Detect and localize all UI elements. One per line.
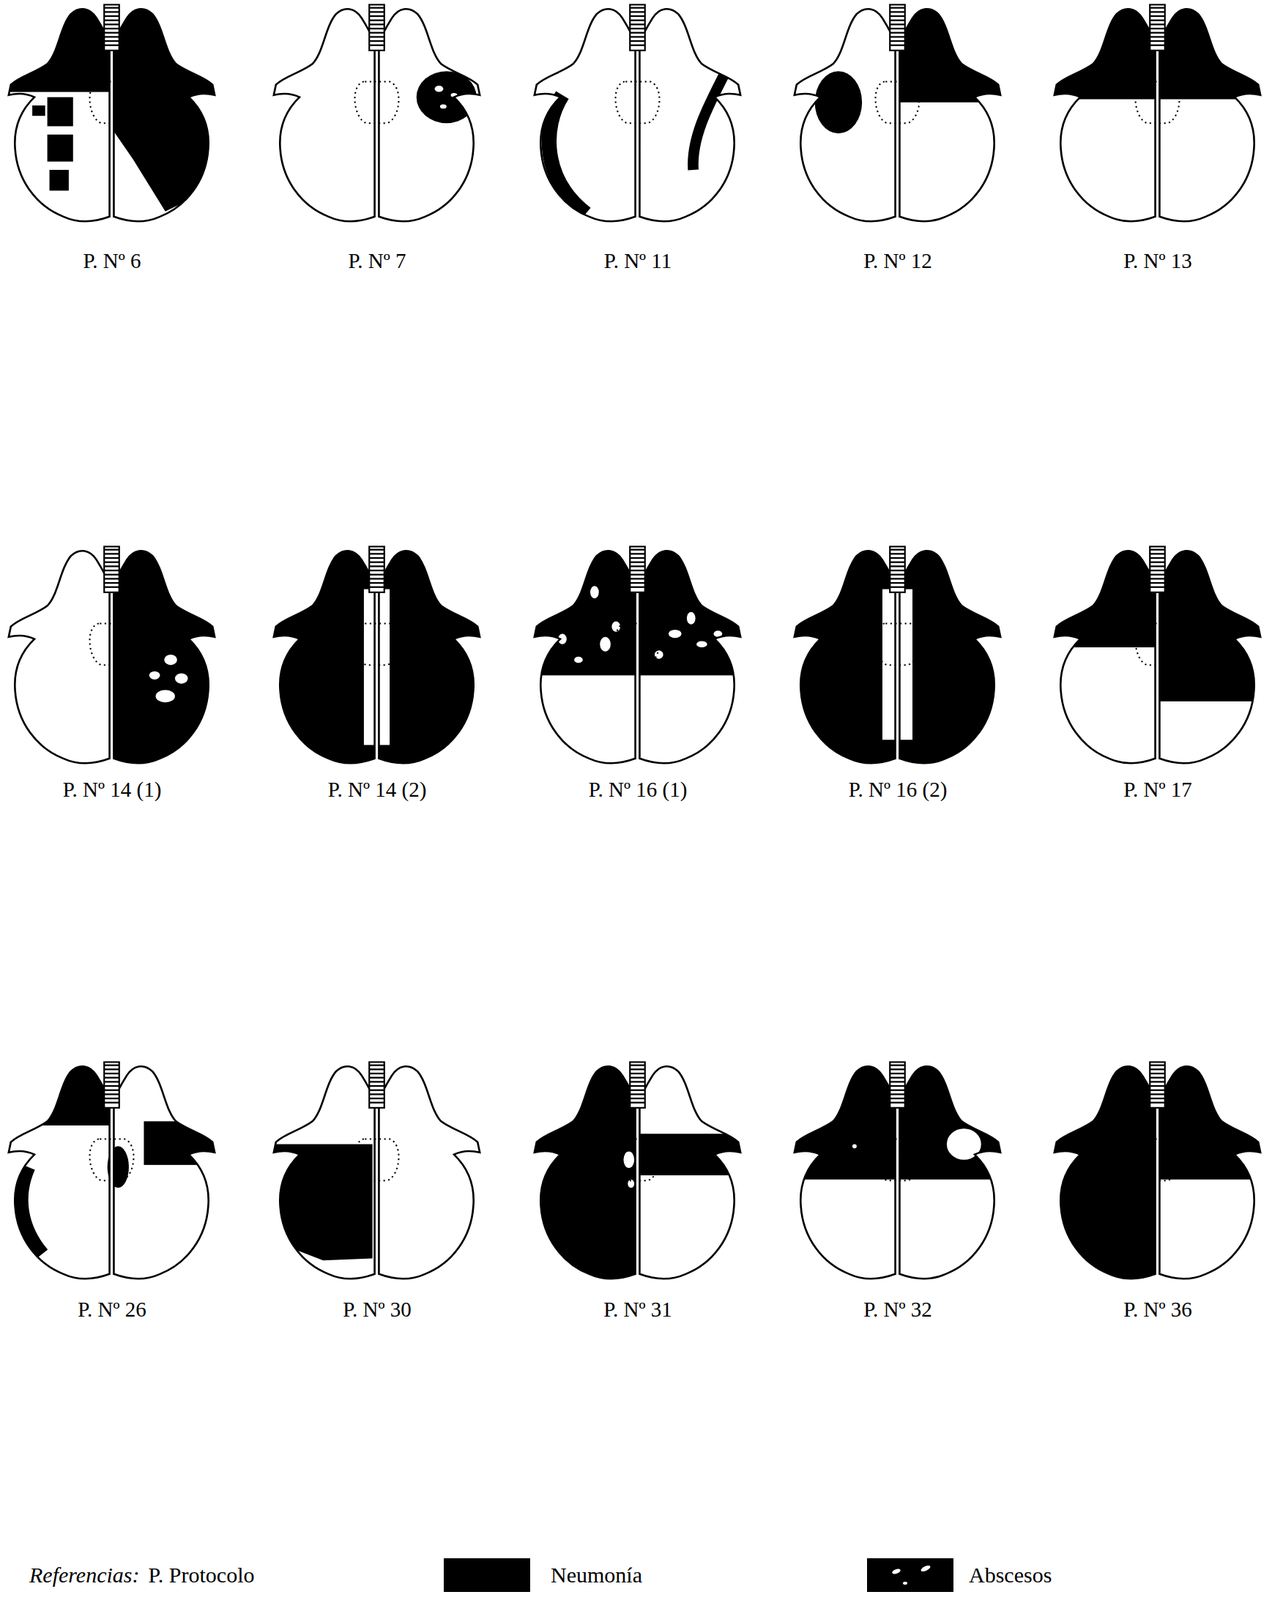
lung-illustration (530, 545, 745, 769)
protocol-label: P. Nº 30 (259, 1297, 495, 1322)
protocol-label: P. Nº 14 (2) (259, 777, 495, 802)
protocol-label: P. Nº 12 (780, 248, 1015, 274)
lung-illustration (790, 1061, 1005, 1285)
protocol-label: P. Nº 17 (1040, 777, 1272, 802)
protocol-label: P. Nº 7 (259, 248, 495, 274)
legend-note: P. Protocolo (147, 1562, 255, 1588)
protocol-label: P. Nº 16 (1) (520, 777, 755, 802)
protocol-label: P. Nº 36 (1040, 1297, 1272, 1322)
lung-illustration (269, 3, 485, 228)
lung-illustration (530, 3, 745, 228)
lung-illustration (269, 1061, 485, 1285)
protocol-label: P. Nº 14 (1) (0, 777, 230, 802)
lung-illustration (1050, 3, 1265, 228)
lung-illustration (530, 1061, 745, 1285)
protocol-label: P. Nº 31 (520, 1297, 755, 1322)
legend-heading: Referencias: (29, 1562, 140, 1588)
lung-illustration (1050, 1061, 1265, 1285)
protocol-label: P. Nº 11 (520, 248, 755, 274)
protocol-label: P. Nº 16 (2) (780, 777, 1015, 802)
protocol-label: P. Nº 13 (1040, 248, 1272, 274)
lung-illustration (4, 3, 219, 228)
protocol-label: P. Nº 26 (0, 1297, 230, 1322)
legend-text: Neumonía (550, 1562, 643, 1588)
legend-text: Abscesos (968, 1562, 1052, 1588)
lung-illustration (790, 545, 1005, 769)
lung-illustration (1050, 545, 1265, 769)
legend-swatch (443, 1558, 531, 1593)
protocol-label: P. Nº 6 (0, 248, 230, 274)
lung-illustration (4, 1061, 219, 1285)
lung-illustration (790, 3, 1005, 228)
lung-illustration (269, 545, 485, 769)
legend-swatch (867, 1558, 954, 1593)
lung-illustration (4, 545, 219, 769)
protocol-label: P. Nº 32 (780, 1297, 1015, 1322)
